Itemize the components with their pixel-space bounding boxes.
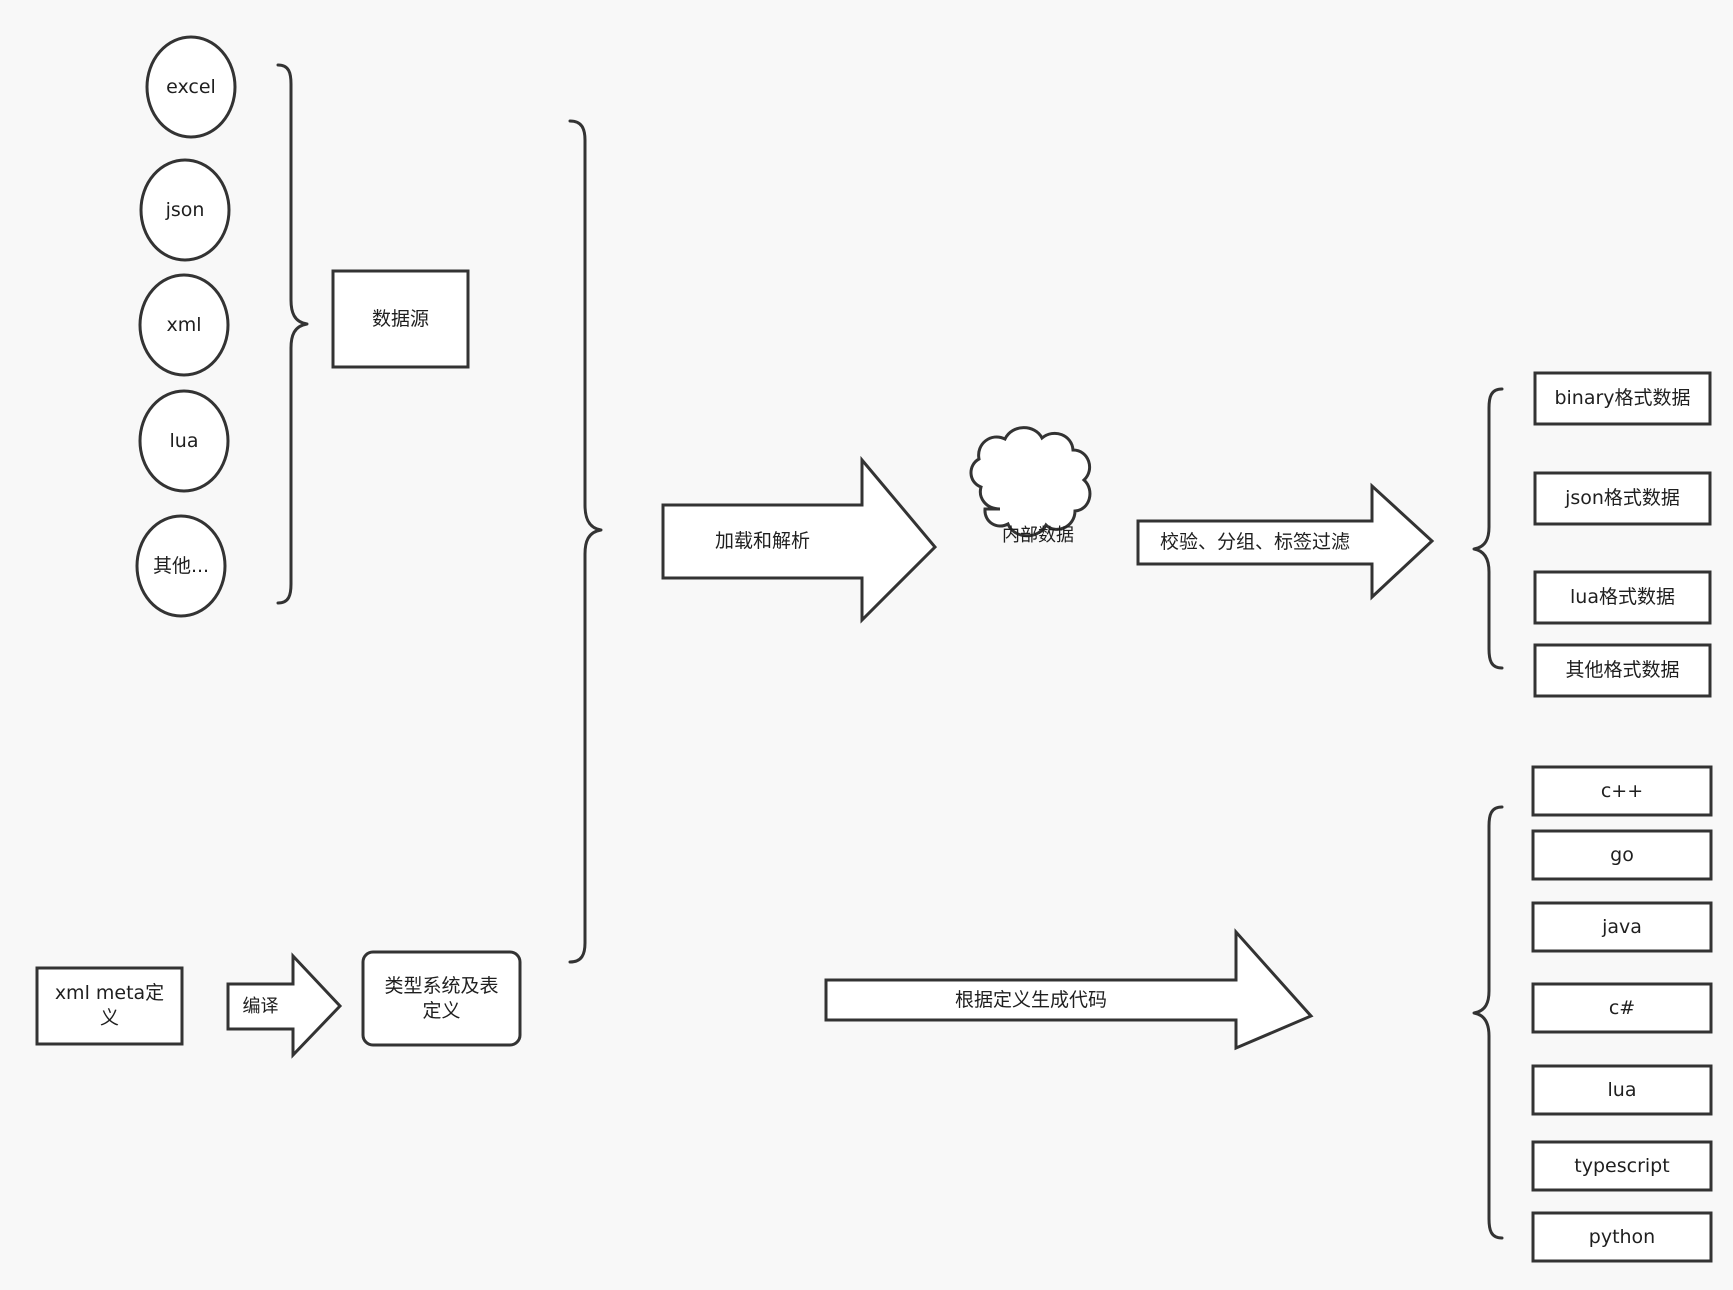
format-box-lua[interactable] <box>1533 570 1712 625</box>
type-system-box[interactable] <box>361 950 522 1047</box>
codegen-arrow[interactable] <box>824 928 1314 1051</box>
pipeline-input-brace <box>568 119 603 964</box>
source-ellipse-json[interactable] <box>139 158 231 262</box>
format-box-other[interactable] <box>1533 643 1712 698</box>
source-ellipse-other[interactable] <box>135 514 227 618</box>
data-source-box[interactable] <box>331 269 470 369</box>
format-box-json[interactable] <box>1533 471 1712 526</box>
lang-box-cpp[interactable] <box>1531 765 1713 817</box>
compile-arrow[interactable] <box>226 952 343 1059</box>
formats-brace <box>1472 387 1504 670</box>
sources-brace <box>276 63 309 605</box>
internal-data-cloud[interactable] <box>969 426 1092 538</box>
source-ellipse-lua[interactable] <box>138 389 230 493</box>
xml-meta-box[interactable] <box>35 966 184 1046</box>
source-ellipse-xml[interactable] <box>138 273 230 377</box>
source-ellipse-excel[interactable] <box>145 35 237 139</box>
load-parse-arrow[interactable] <box>661 455 938 624</box>
format-box-binary[interactable] <box>1533 371 1712 426</box>
lang-box-typescript[interactable] <box>1531 1140 1713 1192</box>
lang-box-go[interactable] <box>1531 829 1713 881</box>
validate-group-filter-arrow[interactable] <box>1136 482 1435 601</box>
lang-box-csharp[interactable] <box>1531 982 1713 1034</box>
lang-box-java[interactable] <box>1531 901 1713 953</box>
languages-brace <box>1472 805 1504 1240</box>
lang-box-lua[interactable] <box>1531 1064 1713 1116</box>
lang-box-python[interactable] <box>1531 1211 1713 1263</box>
